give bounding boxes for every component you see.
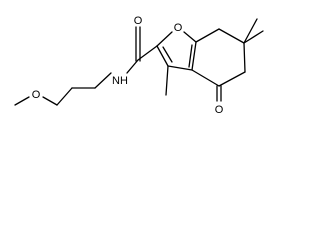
bond-c5-c4 (218, 71, 246, 87)
bond-c7a-c3a (191, 41, 197, 71)
bond-c3a-c3 (167, 65, 193, 71)
bond-c4-c3a (191, 69, 220, 87)
bond-ch2-ch2-a (56, 87, 73, 106)
ketone-oxygen-label: O (215, 104, 224, 116)
bond-c6-c5 (243, 42, 246, 73)
furan-oxygen-label: O (174, 22, 183, 34)
bond-lines (14, 18, 264, 106)
bond-nitrogen-carbonyl (126, 59, 139, 74)
bond-c3-c2-inner (162, 46, 173, 63)
bond-oxygen-c7a (183, 31, 197, 43)
bond-c7-c6 (218, 28, 245, 44)
bond-c3-methyl (165, 65, 169, 96)
bond-c7a-c3a-inner (188, 44, 193, 68)
amide-nitrogen-label: N (112, 75, 120, 87)
bond-carbonyl-c2 (137, 45, 158, 61)
bond-c3-c2 (156, 45, 169, 67)
bond-ether-ch2 (42, 96, 58, 106)
bond-c7a-c7 (195, 28, 220, 43)
ether-oxygen-label: O (32, 89, 41, 101)
atom-labels: O O N H O O (32, 15, 224, 116)
bond-ch2-nitrogen (94, 72, 112, 89)
bond-methyl-ether (14, 96, 30, 106)
chemical-structure-diagram: O O N H O O (14, 15, 264, 116)
bond-c6-methyl-b (243, 18, 258, 44)
bond-c2-oxygen (156, 31, 173, 47)
amide-carbonyl-oxygen-label: O (134, 15, 143, 27)
amide-hydrogen-label: H (120, 75, 128, 87)
bond-c6-methyl-a (243, 30, 264, 44)
